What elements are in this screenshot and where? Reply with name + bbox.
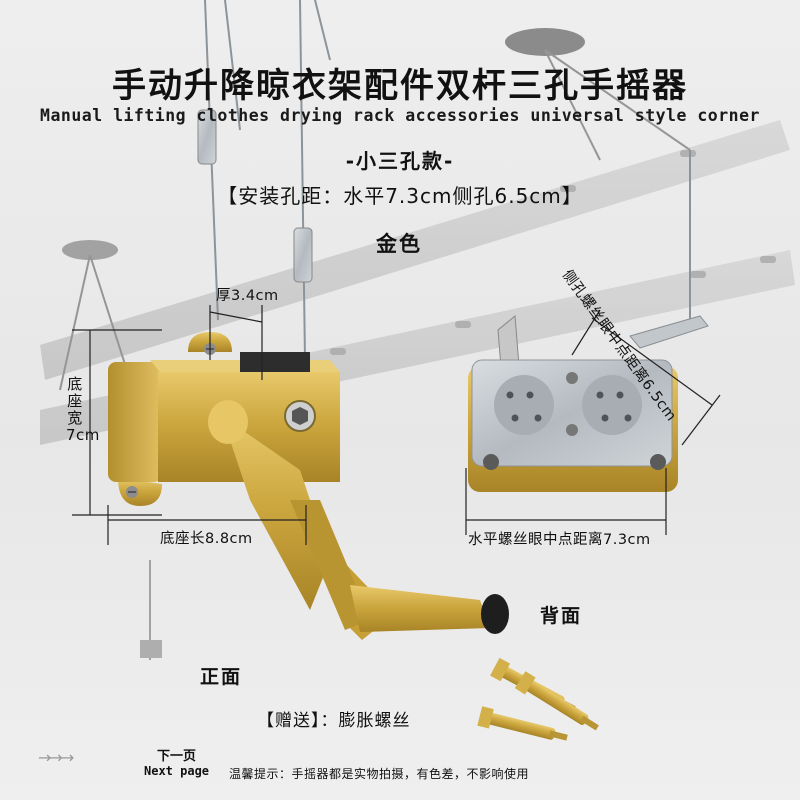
install-spec: 【安装孔距：水平7.3cm侧孔6.5cm】: [217, 184, 583, 208]
dimension-lines: [72, 305, 721, 545]
expansion-bolts-illustration: [477, 657, 599, 741]
steel-cables: [204, 0, 691, 361]
back-view-label: 背面: [540, 605, 583, 627]
base-length-dimension: 底座长8.8cm: [160, 531, 253, 547]
model-subtitle: -小三孔款-: [345, 149, 455, 173]
front-view-label: 正面: [200, 666, 243, 688]
cable-clamp-right: [293, 227, 313, 283]
page-title: 手动升降晾衣架配件双杆三孔手摇器: [112, 66, 688, 106]
back-winder-illustration: [468, 315, 709, 492]
page-title-english: Manual lifting clothes drying rack acces…: [40, 106, 760, 125]
thickness-dimension: 厚3.4cm: [216, 288, 279, 304]
color-label: 金色: [376, 232, 422, 256]
horizontal-hole-dimension: 水平螺丝眼中点距离7.3cm: [468, 532, 651, 548]
next-page-link[interactable]: 下一页: [157, 749, 197, 764]
cable-clamp-left: [197, 109, 217, 165]
color-disclaimer: 温馨提示：手摇器都是实物拍摄，有色差，不影响使用: [229, 767, 530, 781]
next-page-arrows-icon[interactable]: →→→: [38, 748, 74, 767]
next-page-link-english[interactable]: Next page: [144, 764, 210, 778]
base-width-dimension: 底座宽7cm: [66, 375, 100, 444]
gift-note: 【赠送】：膨胀螺丝: [257, 711, 411, 731]
front-winder-illustration: [108, 332, 509, 640]
